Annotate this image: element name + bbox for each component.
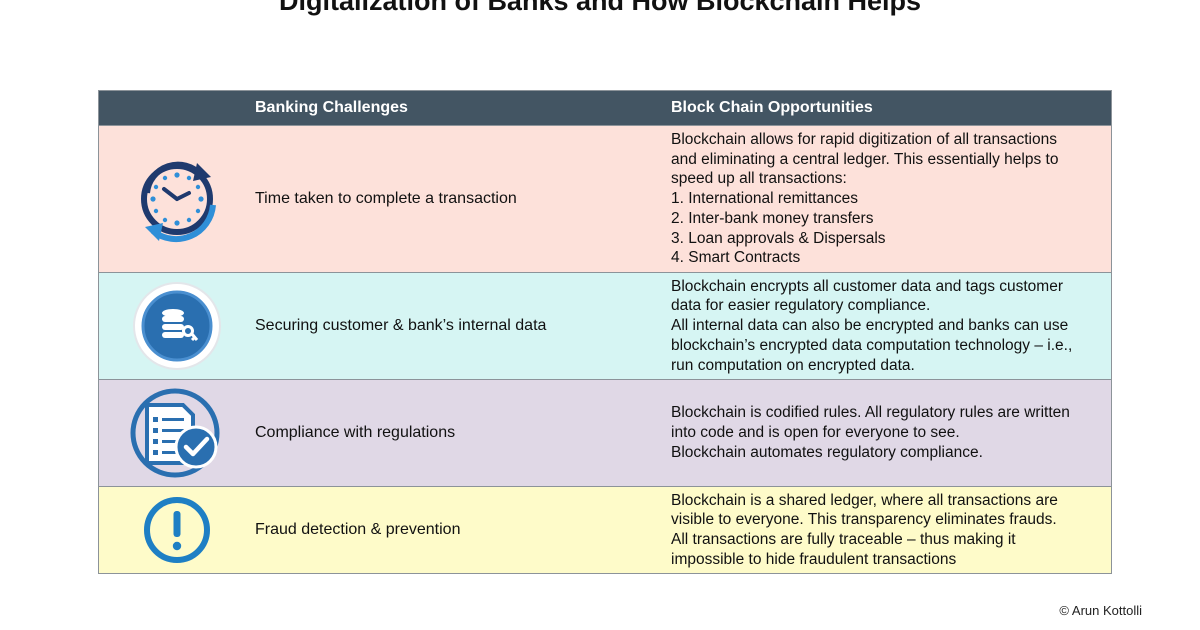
table-row: Securing customer & bank’s internal data… bbox=[99, 272, 1111, 379]
opportunity-line: 1. International remittances bbox=[671, 190, 858, 208]
page-title: Digitalization of Banks and How Blockcha… bbox=[278, 0, 922, 16]
opportunity-cell: Blockchain is a shared ledger, where all… bbox=[671, 487, 1111, 573]
document-checkmark-icon bbox=[130, 388, 220, 478]
opportunity-line: speed up all transactions: bbox=[671, 170, 847, 188]
opportunity-line: Blockchain is codified rules. All regula… bbox=[671, 404, 1070, 422]
opportunity-line: visible to everyone. This transparency e… bbox=[671, 511, 1057, 529]
row-icon-cell bbox=[99, 273, 255, 379]
opportunity-line: Blockchain encrypts all customer data an… bbox=[671, 277, 1063, 295]
opportunity-line: 3. Loan approvals & Dispersals bbox=[671, 229, 886, 247]
challenges-table: Banking Challenges Block Chain Opportuni… bbox=[98, 90, 1112, 574]
table-row: Compliance with regulations Blockchain i… bbox=[99, 379, 1111, 486]
table-row: Time taken to complete a transaction Blo… bbox=[99, 125, 1111, 272]
opportunity-line: run computation on encrypted data. bbox=[671, 356, 915, 374]
opportunity-line: Blockchain is a shared ledger, where all… bbox=[671, 491, 1058, 509]
opportunity-line: Blockchain automates regulatory complian… bbox=[671, 443, 983, 461]
row-icon-cell bbox=[99, 126, 255, 272]
opportunity-text: Blockchain allows for rapid digitization… bbox=[671, 130, 1058, 268]
opportunity-text: Blockchain is codified rules. All regula… bbox=[671, 403, 1070, 462]
opportunity-line: into code and is open for everyone to se… bbox=[671, 424, 960, 442]
exclamation-circle-icon bbox=[144, 497, 210, 563]
opportunity-line: All internal data can also be encrypted … bbox=[671, 317, 1069, 335]
row-icon-cell bbox=[99, 380, 255, 486]
table-row: Fraud detection & prevention Blockchain … bbox=[99, 486, 1111, 573]
opportunity-line: blockchain’s encrypted data computation … bbox=[671, 336, 1073, 354]
header-opportunities: Block Chain Opportunities bbox=[671, 99, 873, 116]
clock-refresh-icon bbox=[141, 161, 216, 243]
opportunity-text: Blockchain encrypts all customer data an… bbox=[671, 277, 1072, 376]
opportunity-line: All transactions are fully traceable – t… bbox=[671, 531, 1016, 548]
challenge-text: Fraud detection & prevention bbox=[255, 521, 461, 538]
opportunity-line: 2. Inter-bank money transfers bbox=[671, 209, 874, 227]
opportunity-cell: Blockchain is codified rules. All regula… bbox=[671, 380, 1111, 486]
challenge-text: Securing customer & bank’s internal data bbox=[255, 317, 547, 334]
table-header: Banking Challenges Block Chain Opportuni… bbox=[99, 91, 1111, 125]
copyright-credit: © Arun Kottolli bbox=[1059, 603, 1142, 618]
opportunity-line: and eliminating a central ledger. This e… bbox=[671, 150, 1059, 168]
row-icon-cell bbox=[99, 487, 255, 573]
opportunity-line: 4. Smart Contracts bbox=[671, 249, 801, 267]
challenge-text: Compliance with regulations bbox=[255, 424, 456, 441]
header-challenges: Banking Challenges bbox=[255, 99, 408, 116]
opportunity-line: data for easier regulatory compliance. bbox=[671, 297, 931, 315]
opportunity-cell: Blockchain allows for rapid digitization… bbox=[671, 126, 1111, 272]
database-key-icon bbox=[133, 282, 221, 370]
opportunity-text: Blockchain is a shared ledger, where all… bbox=[671, 491, 1058, 570]
challenge-text: Time taken to complete a transaction bbox=[255, 190, 517, 207]
opportunity-line: impossible to hide fraudulent transactio… bbox=[671, 550, 957, 568]
opportunity-line: Blockchain allows for rapid digitization… bbox=[671, 131, 1057, 149]
opportunity-cell: Blockchain encrypts all customer data an… bbox=[671, 273, 1111, 379]
